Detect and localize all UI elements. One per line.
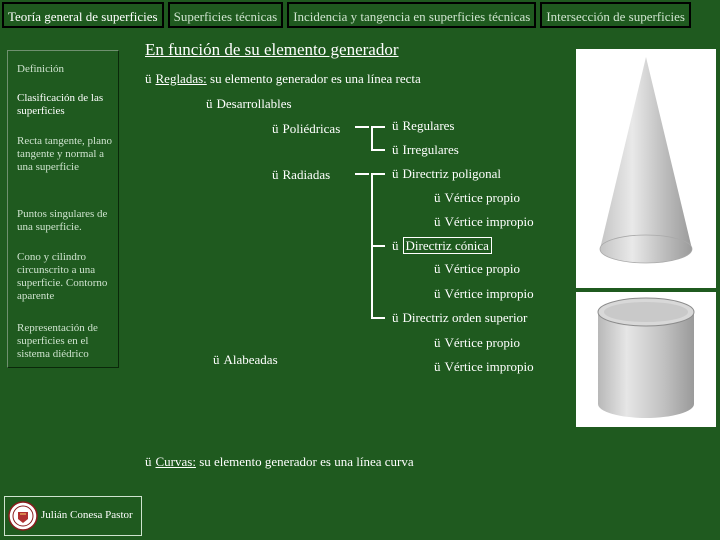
check-icon: ü — [392, 166, 399, 181]
connector-line — [355, 173, 369, 175]
cone-base — [599, 234, 693, 264]
vertice-impropio-label: Vértice impropio — [444, 359, 534, 374]
page-title: En función de su elemento generador — [145, 40, 399, 59]
sidebar: Definición Clasificación de las superfic… — [7, 50, 119, 368]
check-icon: ü — [206, 96, 213, 111]
check-icon: ü — [434, 335, 441, 350]
connector-line — [371, 149, 385, 151]
check-icon: ü — [434, 359, 441, 374]
tab-superficies-tecnicas[interactable]: Superficies técnicas — [167, 2, 284, 28]
check-icon: ü — [434, 286, 441, 301]
check-icon: ü — [392, 310, 399, 325]
university-seal-icon — [8, 501, 38, 531]
cylinder-drawing — [597, 297, 695, 418]
sidebar-item-clasificacion[interactable]: Clasificación de las superficies — [17, 92, 104, 117]
check-icon: ü — [272, 167, 279, 182]
directriz-poligonal-label: Directriz poligonal — [402, 166, 502, 181]
sidebar-item-representacion[interactable]: Representación de superficies en el sist… — [17, 322, 98, 360]
check-icon: ü — [213, 352, 220, 367]
cylinder-image — [576, 292, 716, 427]
cylinder-body — [598, 312, 694, 418]
check-icon: ü — [145, 71, 152, 86]
tab-teoria-general[interactable]: Teoría general de superficies — [2, 2, 164, 28]
author-badge: Julián Conesa Pastor — [4, 496, 142, 536]
alabeadas-label: Alabeadas — [223, 352, 278, 367]
irregulares-label: Irregulares — [402, 142, 459, 157]
curvas-term: Curvas: — [155, 454, 196, 469]
regladas-term: Regladas: — [155, 71, 207, 86]
tab-incidencia-tangencia[interactable]: Incidencia y tangencia en superficies té… — [287, 2, 537, 28]
regladas-desc: su elemento generador es una línea recta — [210, 71, 421, 86]
connector-line — [371, 126, 385, 128]
cone-drawing — [599, 57, 693, 264]
vertice-propio-label: Vértice propio — [444, 261, 520, 276]
connector-line — [371, 126, 373, 150]
vertice-impropio-label: Vértice impropio — [444, 214, 534, 229]
tab-interseccion[interactable]: Intersección de superficies — [540, 2, 691, 28]
check-icon: ü — [392, 142, 399, 157]
check-icon: ü — [145, 454, 152, 469]
sidebar-item-cono-cilindro[interactable]: Cono y cilindro circunscrito a una super… — [17, 251, 108, 302]
cylinder-top-inner — [604, 302, 688, 322]
check-icon: ü — [434, 261, 441, 276]
connector-line — [371, 317, 385, 319]
vertice-propio-label: Vértice propio — [444, 335, 520, 350]
sidebar-item-puntos-singulares[interactable]: Puntos singulares de una superficie. — [17, 208, 108, 233]
top-tabs: Teoría general de superficies Superficie… — [2, 2, 691, 28]
directriz-conica-label: Directriz cónica — [402, 237, 492, 254]
connector-line — [371, 173, 385, 175]
check-icon: ü — [434, 214, 441, 229]
poliedricas-label: Poliédricas — [282, 121, 341, 136]
curvas-desc: su elemento generador es una línea curva — [199, 454, 414, 469]
check-icon: ü — [392, 238, 399, 253]
connector-line — [371, 245, 385, 247]
author-name: Julián Conesa Pastor — [41, 509, 133, 521]
sidebar-item-recta-tangente[interactable]: Recta tangente, plano tangente y normal … — [17, 135, 112, 173]
check-icon: ü — [392, 118, 399, 133]
radiadas-label: Radiadas — [282, 167, 331, 182]
cone-body — [600, 57, 692, 263]
sidebar-item-definicion[interactable]: Definición — [17, 63, 65, 75]
regulares-label: Regulares — [402, 118, 455, 133]
connector-line — [355, 126, 369, 128]
directriz-orden-superior-label: Directriz orden superior — [402, 310, 528, 325]
vertice-impropio-label: Vértice impropio — [444, 286, 534, 301]
desarrollables-label: Desarrollables — [216, 96, 292, 111]
cone-image — [576, 49, 716, 288]
check-icon: ü — [272, 121, 279, 136]
check-icon: ü — [434, 190, 441, 205]
vertice-propio-label: Vértice propio — [444, 190, 520, 205]
